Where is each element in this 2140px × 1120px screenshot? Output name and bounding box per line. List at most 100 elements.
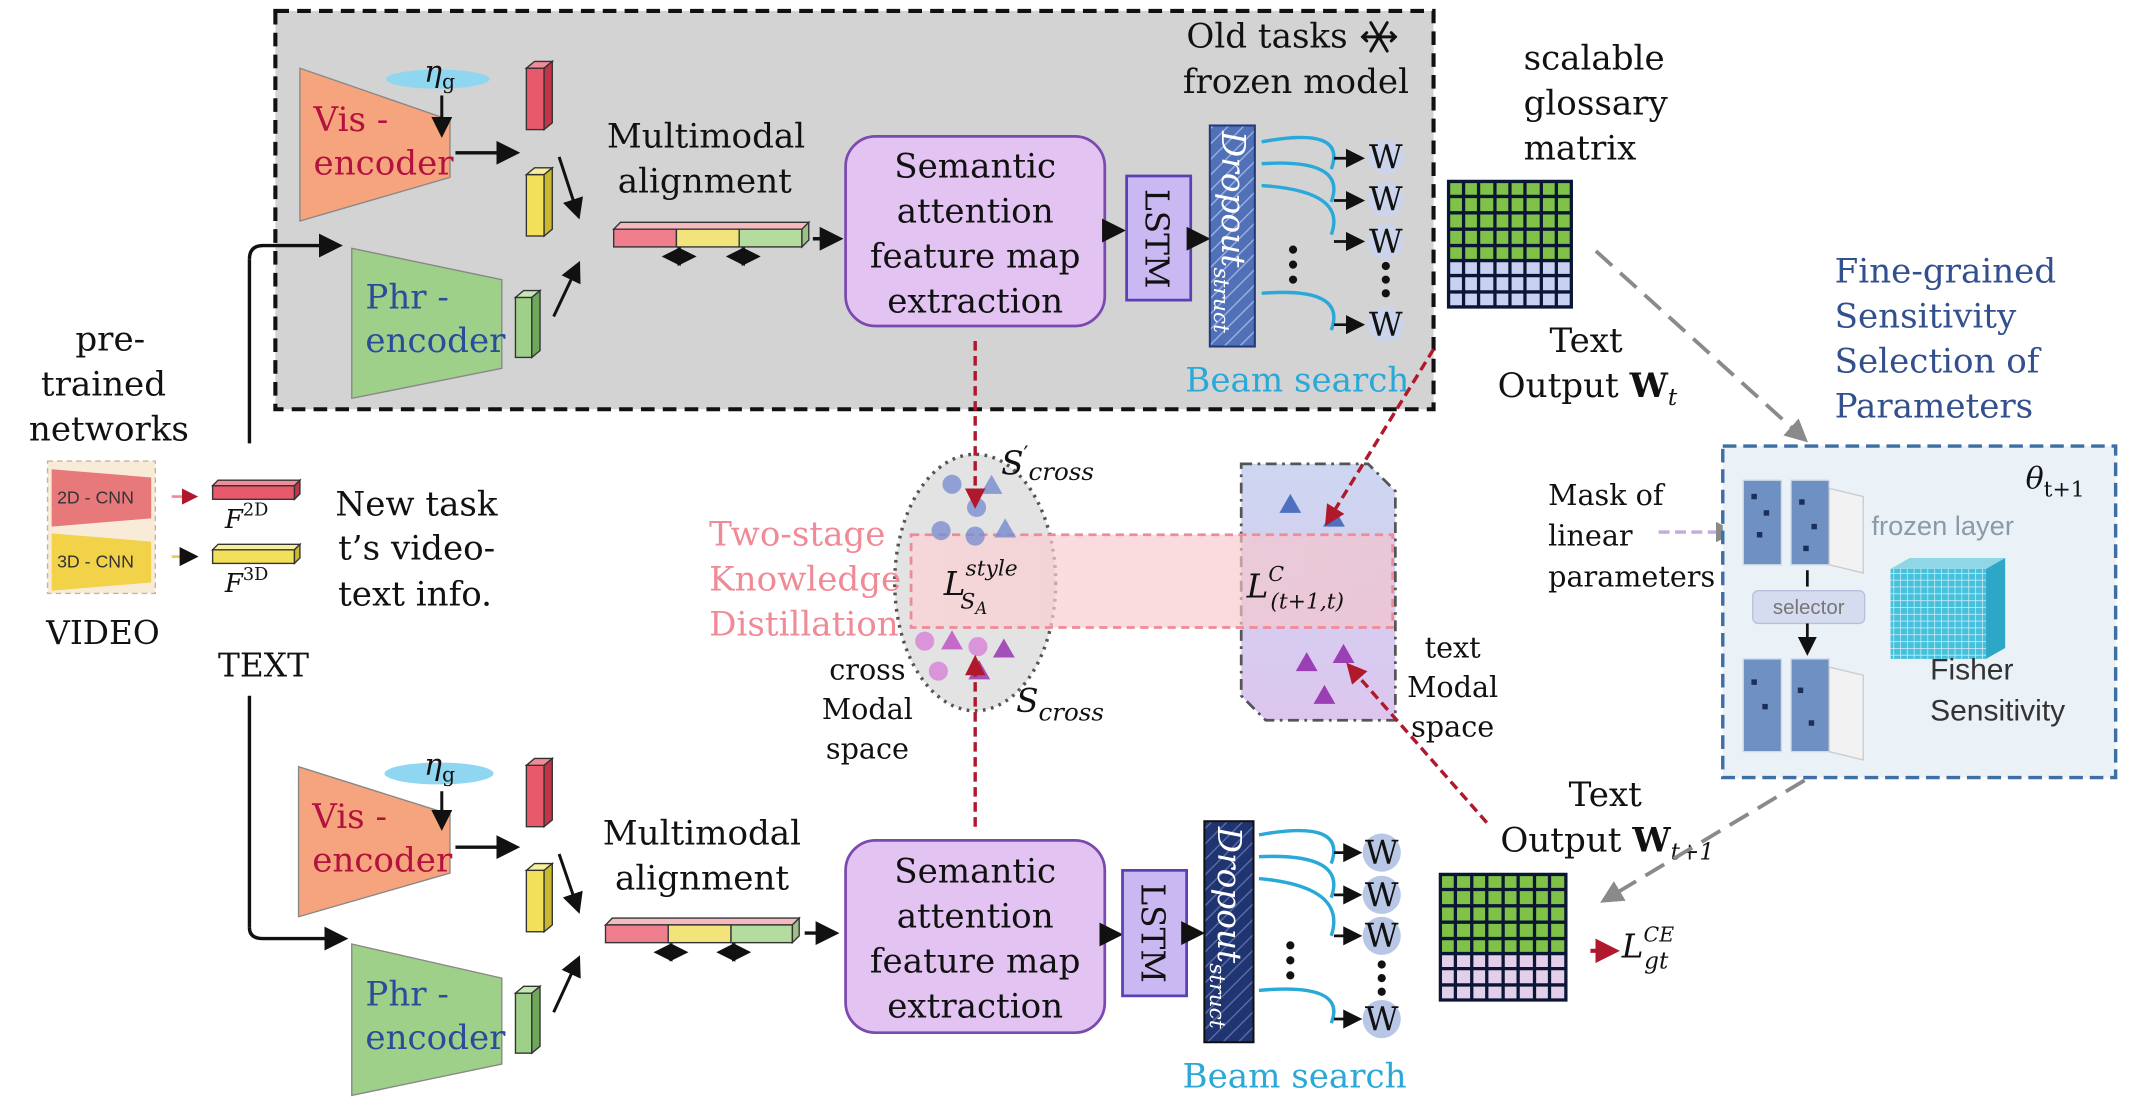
pretrained-label-3: networks bbox=[29, 410, 189, 450]
frozen-label: Old tasks frozen model bbox=[1183, 17, 1409, 102]
bottom-dropout-box bbox=[1203, 820, 1255, 1044]
mask-label-3: parameters bbox=[1548, 560, 1715, 594]
fine-grained-label-2: Sensitivity bbox=[1835, 296, 2017, 336]
text-modal-label-2: Modal bbox=[1407, 670, 1498, 704]
top-eta-ellipse bbox=[385, 69, 490, 89]
bottom-vis-encoder-label-2: encoder bbox=[312, 841, 453, 881]
top-mm-align-label-1: Multimodal bbox=[607, 116, 805, 156]
cnn2d-label: 2D - CNN bbox=[57, 487, 134, 507]
bottom-phr-encoder-label-1: Phr - bbox=[365, 974, 449, 1014]
top-w-3: W bbox=[1369, 222, 1403, 260]
new-task-label-1: New task bbox=[335, 485, 498, 525]
f2d-label: F2D bbox=[224, 501, 268, 535]
top-dropout-label: Dropoutstruct bbox=[1208, 130, 1252, 333]
top-mm-align-label-2: alignment bbox=[618, 161, 792, 201]
top-semantic-label-3: feature map bbox=[870, 236, 1081, 276]
f3d-label: F3D bbox=[224, 565, 268, 599]
bottom-w-2: W bbox=[1365, 876, 1399, 914]
top-dropout-box bbox=[1208, 124, 1256, 348]
top-eta: ηg bbox=[424, 55, 455, 94]
glossary-label-1: scalable bbox=[1524, 39, 1665, 79]
cross-modal-label-2: Modal bbox=[822, 692, 913, 726]
pretrained-label-2: trained bbox=[41, 365, 166, 405]
bottom-vis-encoder-label-1: Vis - bbox=[311, 797, 387, 837]
bottom-phr-feature bbox=[513, 984, 542, 1055]
top-beam-curves bbox=[1261, 135, 1336, 331]
cnn3d-label: 3D - CNN bbox=[57, 552, 134, 572]
theta: θt+1 bbox=[2026, 461, 2085, 502]
new-task-label-2: t’s video- bbox=[338, 528, 495, 568]
glossary-label-2: glossary bbox=[1524, 84, 1669, 124]
top-phr-feature bbox=[513, 289, 542, 359]
top-beam-search-label: Beam search bbox=[1185, 361, 1409, 401]
cross-modal-label-1: cross bbox=[829, 652, 905, 686]
bottom-lstm-box bbox=[1121, 868, 1189, 998]
top-phr-encoder-label-2: encoder bbox=[365, 321, 506, 361]
top-lstm-label: LSTM bbox=[1138, 189, 1176, 289]
bottom-w-4: W bbox=[1365, 1000, 1399, 1038]
bottom-beam-curves bbox=[1258, 828, 1336, 1024]
pretrained-label-1: pre- bbox=[75, 320, 145, 360]
top-w-2: W bbox=[1369, 180, 1403, 218]
top-lstm-box bbox=[1125, 174, 1193, 302]
kd-band bbox=[909, 533, 1394, 629]
text-output-top-1: Text bbox=[1550, 321, 1623, 361]
top-vis-encoder-label-1: Vis - bbox=[313, 100, 389, 140]
top-semantic-label-2: attention bbox=[897, 191, 1054, 231]
bottom-lstm-label: LSTM bbox=[1134, 883, 1172, 983]
fisher-label-2: Sensitivity bbox=[1930, 694, 2065, 727]
fine-grained-label-4: Parameters bbox=[1835, 386, 2034, 426]
new-task-label-3: text info. bbox=[338, 575, 492, 615]
top-vis-encoder-label-2: encoder bbox=[314, 144, 455, 184]
kd-label-1: Two-stage bbox=[709, 515, 885, 555]
bottom-w-1: W bbox=[1365, 834, 1399, 872]
selected-layer-blocks bbox=[1742, 658, 1864, 761]
bottom-w-tokens bbox=[1362, 833, 1401, 1039]
selector-label: selector bbox=[1773, 596, 1845, 619]
frozen-layer-blocks bbox=[1742, 479, 1864, 574]
bottom-vis-feature bbox=[524, 757, 555, 829]
kd-label-2: Knowledge bbox=[709, 560, 901, 600]
text-label: TEXT bbox=[218, 647, 309, 685]
top-w-4: W bbox=[1369, 306, 1403, 344]
top-phr-encoder bbox=[351, 247, 503, 400]
f3d-feature bbox=[210, 542, 302, 566]
text-output-bottom-2: Output Wt+1 bbox=[1500, 820, 1714, 865]
bottom-phr-encoder bbox=[351, 943, 503, 1097]
bottom-mm-align-label-2: alignment bbox=[615, 858, 789, 898]
bottom-mm-align-label-1: Multimodal bbox=[603, 813, 801, 853]
top-w-tokens bbox=[1368, 139, 1404, 343]
mask-label-1: Mask of bbox=[1548, 478, 1666, 512]
s-cross: Scross bbox=[1016, 682, 1104, 726]
bottom-beam-search-label: Beam search bbox=[1183, 1056, 1407, 1096]
top-yellow-feature bbox=[524, 166, 555, 238]
bottom-dropout-label: Dropoutstruct bbox=[1204, 826, 1248, 1029]
f2d-feature bbox=[210, 478, 302, 501]
glossary-label-3: matrix bbox=[1524, 129, 1637, 169]
mask-label-2: linear bbox=[1548, 519, 1633, 553]
bottom-eta: ηg bbox=[424, 748, 455, 787]
bottom-yellow-feature bbox=[524, 862, 555, 934]
selector-box bbox=[1752, 590, 1866, 625]
fine-grained-label-1: Fine-grained bbox=[1835, 251, 2057, 291]
text-output-bottom-1: Text bbox=[1569, 775, 1642, 815]
bottom-semantic-label-4: extraction bbox=[887, 987, 1063, 1027]
l-c: LC(t+1,t) bbox=[1246, 562, 1344, 614]
s-cross-prime: S′cross bbox=[1001, 442, 1094, 486]
bottom-semantic-label-1: Semantic bbox=[894, 852, 1056, 892]
text-modal-label-1: text bbox=[1425, 631, 1482, 665]
fisher-label-1: Fisher bbox=[1930, 653, 2013, 686]
bottom-mm-align-bar bbox=[603, 916, 801, 962]
bottom-semantic-label-2: attention bbox=[897, 897, 1054, 937]
glossary-matrix bbox=[1446, 179, 1573, 309]
top-semantic-label-4: extraction bbox=[887, 281, 1063, 321]
text-output-top-2: Output Wt bbox=[1498, 366, 1678, 411]
bottom-phr-encoder-label-2: encoder bbox=[365, 1018, 506, 1058]
cnn3d-block bbox=[51, 533, 152, 591]
snowflake-icon bbox=[1360, 21, 1398, 53]
svg-text:Old tasks: Old tasks bbox=[1186, 17, 1347, 57]
top-vis-feature bbox=[524, 59, 555, 132]
top-phr-encoder-label-1: Phr - bbox=[365, 277, 449, 317]
